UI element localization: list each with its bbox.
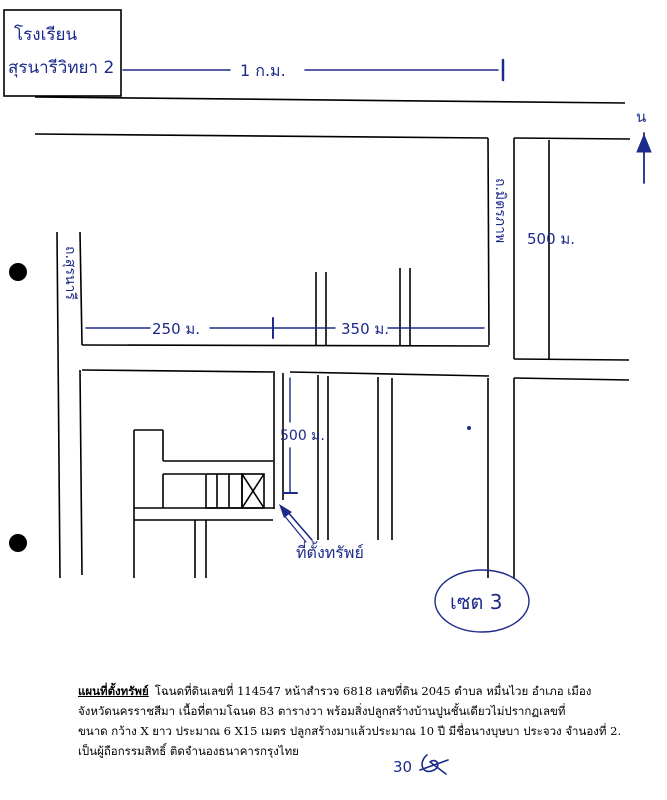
distance-label-500-right: 500 ม.: [527, 230, 575, 248]
distance-label-500-lower: 500 ม.: [280, 428, 325, 444]
caption-line-1-text: โฉนดที่ดินเลขที่ 114547 หน้าสำรวจ 6818 เ…: [154, 684, 592, 698]
school-label-line2: สุรนารีวิทยา 2: [8, 58, 114, 78]
caption-line-4: เป็นผู้ถือกรรมสิทธิ์ ติดจำนองธนาคารกรุงไ…: [78, 744, 299, 758]
north-arrow: น: [636, 108, 652, 184]
signature-number: 30: [393, 758, 412, 776]
caption-title: แผนที่ตั้งทรัพย์: [78, 684, 149, 698]
distance-label-350: 350 ม.: [341, 320, 389, 338]
road-left-label: ถ.สุรนารี: [62, 246, 78, 300]
caption-line-2: จังหวัดนครราชสีมา เนื้อที่ตามโฉนด 83 ตาร…: [78, 704, 566, 718]
distance-line-1km: 1 ก.ม.: [122, 58, 505, 82]
school-label-line1: โรงเรียน: [14, 24, 77, 45]
property-lane: [133, 429, 274, 578]
distance-label-1km: 1 ก.ม.: [240, 61, 286, 80]
set-label-text: เซต 3: [450, 590, 502, 614]
north-label: น: [636, 108, 646, 126]
left-vertical-road: ถ.สุรนารี: [56, 231, 83, 579]
distance-line-500-lower: 500 ม.: [280, 377, 471, 494]
punch-hole-bottom: [9, 534, 27, 552]
distance-line-250-350: 250 ม. 350 ม.: [85, 317, 485, 339]
school-box: โรงเรียน สุรนารีวิทยา 2: [3, 9, 122, 97]
right-vertical-road: ถ.มิตรภาพ 500 ม.: [487, 137, 575, 359]
set-label: เซต 3: [434, 569, 530, 633]
property-marker: ที่ตั้งทรัพย์: [279, 504, 364, 562]
road-right-label: ถ.มิตรภาพ: [492, 178, 508, 243]
signature: 30: [393, 754, 449, 776]
highway-road: [34, 96, 631, 140]
punch-hole-top: [9, 263, 27, 281]
caption-line-3: ขนาด กว้าง X ยาว ประมาณ 6 X15 เมตร ปลูกส…: [78, 724, 622, 738]
distance-label-250: 250 ม.: [152, 320, 200, 338]
side-streets: [273, 268, 515, 578]
property-label: ที่ตั้งทรัพย์: [296, 541, 364, 562]
caption-line-1: แผนที่ตั้งทรัพย์ โฉนดที่ดินเลขที่ 114547 …: [78, 681, 638, 701]
middle-horizontal-road: [81, 344, 630, 381]
property-description: แผนที่ตั้งทรัพย์ โฉนดที่ดินเลขที่ 114547 …: [78, 681, 638, 761]
